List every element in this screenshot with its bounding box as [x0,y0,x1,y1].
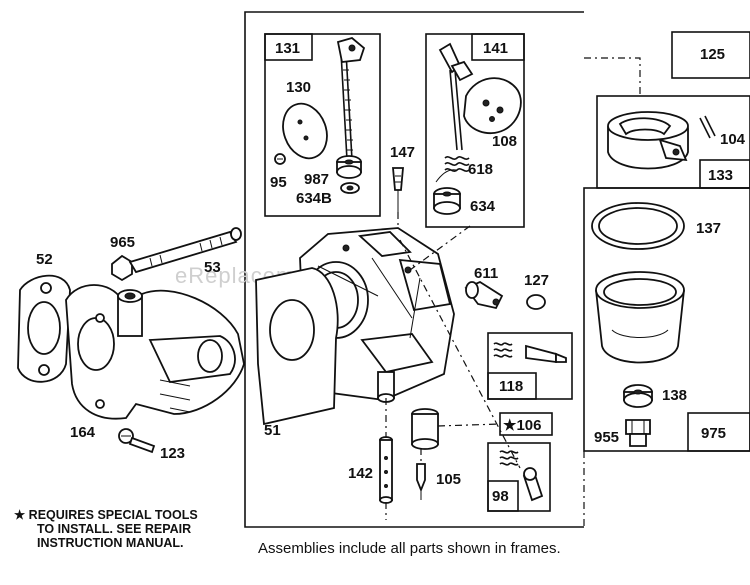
gasket-137-part [591,202,685,250]
special-tools-note-line1: ★ REQUIRES SPECIAL TOOLS [14,508,198,522]
seal-634-part [433,187,461,215]
needle-118-part [493,342,567,364]
needle-105-part [416,463,426,500]
float-bowl-part [595,271,685,364]
special-tools-note-line3: INSTRUCTION MANUAL. [37,536,184,550]
screw-95-part [274,153,286,165]
float-133-part [607,111,689,170]
label-box-141 [471,33,525,61]
label-box-975 [687,412,750,452]
label-137: 137 [696,220,721,237]
main-assembly-frame [244,11,584,528]
throttle-shaft-part [336,37,366,161]
leader-choke [399,225,521,469]
label-105: 105 [436,471,461,488]
idle-screw-147-part [392,167,404,212]
label-611: 611 [474,265,498,282]
choke-shaft-part [438,42,474,151]
label-106: ★106 [503,417,541,434]
spring-618-part [435,156,470,183]
frame-975 [583,187,750,452]
label-127: 127 [524,272,549,289]
gasket-51-part [255,267,339,426]
special-tools-note-line2: TO INSTALL. SEE REPAIR [37,522,191,536]
frame-131 [264,33,381,217]
screw-98-part [499,450,544,502]
label-98: 98 [492,488,509,505]
label-118: 118 [499,378,523,395]
stud-965-part [111,227,242,282]
label-618: 618 [468,161,493,178]
label-51: 51 [264,422,281,439]
label-125: 125 [700,46,725,63]
float-pin-104-part [699,115,716,139]
jet-106-part [411,408,439,450]
label-987: 987 [304,171,329,188]
label-975: 975 [701,425,726,442]
label-965: 965 [110,234,135,251]
label-box-118 [487,372,537,400]
label-131: 131 [275,40,300,57]
leader-106 [437,423,501,427]
label-138: 138 [662,387,687,404]
label-108: 108 [492,133,517,150]
assemblies-caption: Assemblies include all parts shown in fr… [258,540,561,557]
label-104: 104 [720,131,746,148]
fitting-611-part [464,280,504,310]
washer-127-part [526,294,546,310]
choke-plate-part [463,77,522,135]
label-164: 164 [70,424,96,441]
label-123: 123 [160,445,185,462]
label-52: 52 [36,251,53,268]
tube-142-part [379,436,393,504]
label-634b: 634B [296,190,332,207]
label-95: 95 [270,174,287,191]
label-142: 142 [348,465,373,482]
frame-98 [487,442,551,512]
screw-123-part [118,428,156,454]
label-130: 130 [286,79,311,96]
label-53: 53 [204,259,221,276]
label-133: 133 [708,167,733,184]
washer-138-part [623,384,653,408]
label-box-131 [264,33,313,61]
seal-987-part [336,155,362,179]
throttle-plate-part [282,102,328,160]
label-141: 141 [483,40,508,57]
label-634: 634 [470,198,496,215]
seal-634b-part [340,182,360,194]
label-box-98 [487,480,519,512]
frame-125 [671,31,750,79]
leader-125 [584,57,641,94]
bowl-nut-955-part [625,419,651,447]
gasket-52-part [17,274,71,383]
label-955: 955 [594,429,619,446]
label-147: 147 [390,144,415,161]
intake-manifold-164-part [65,284,245,420]
